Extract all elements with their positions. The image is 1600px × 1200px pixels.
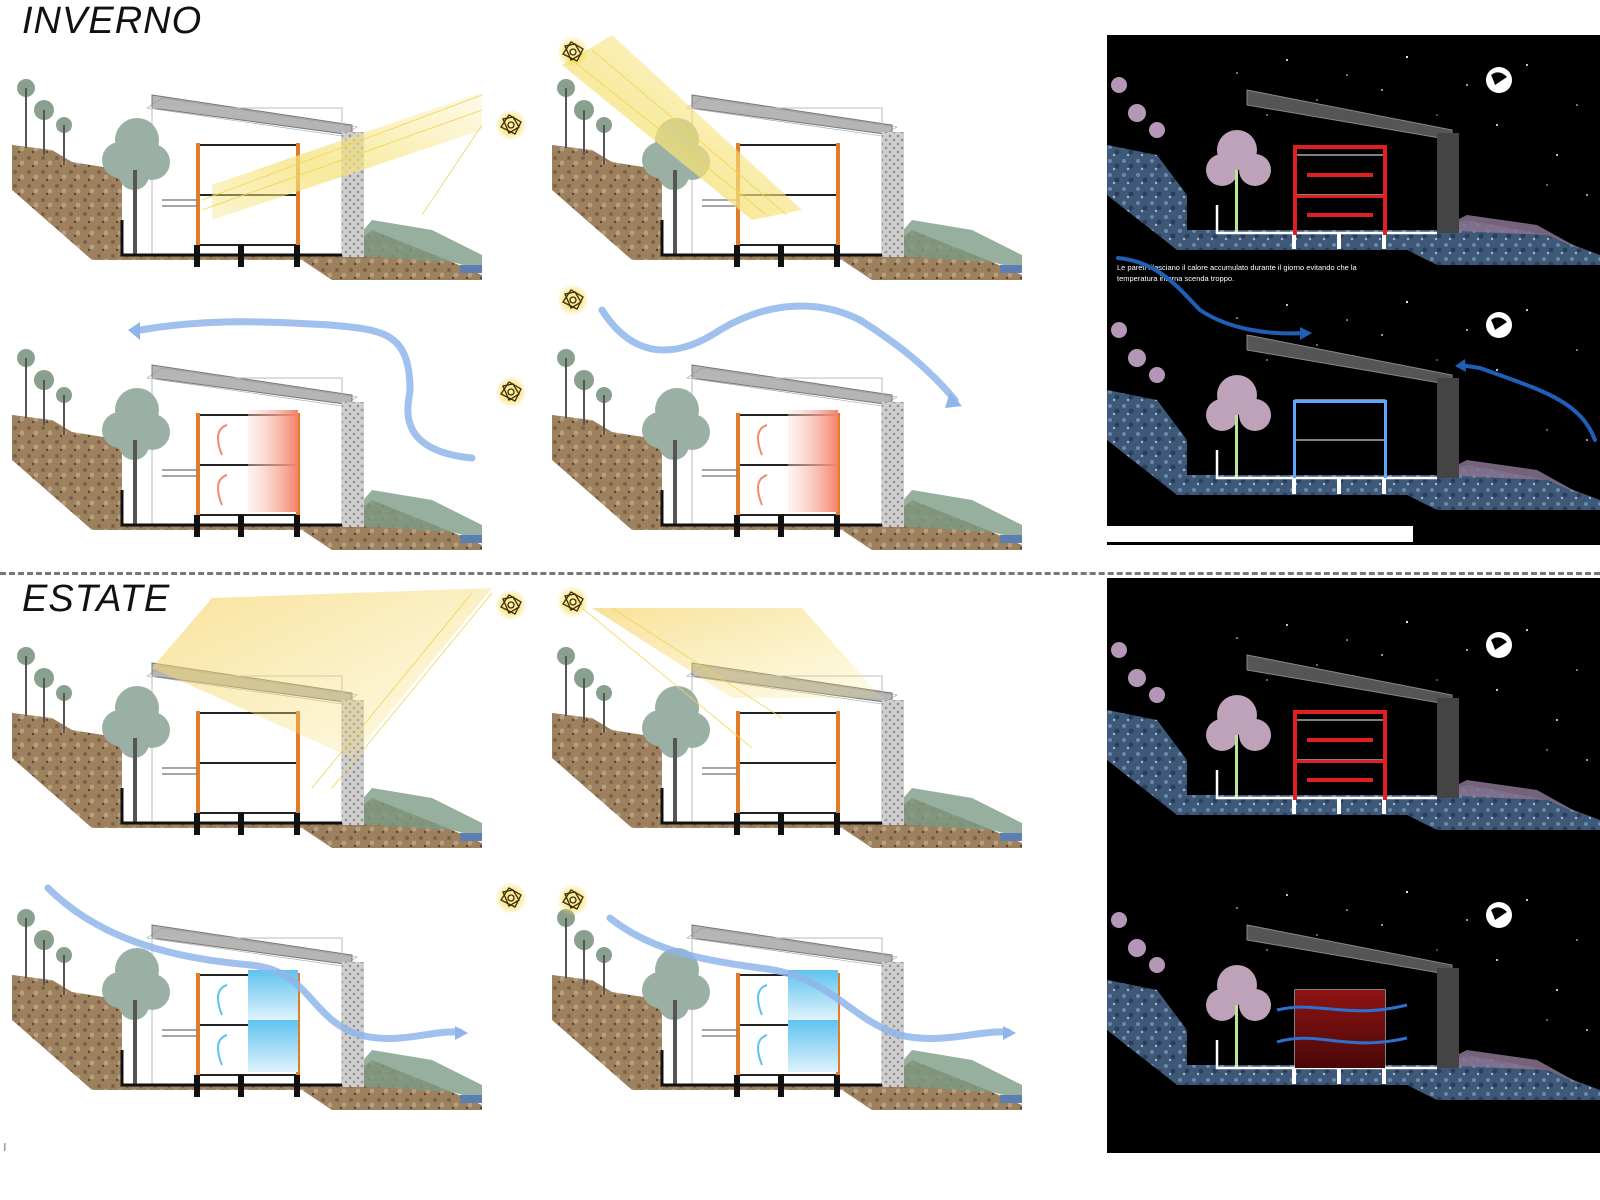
summer-night-panel-2: [1105, 889, 1600, 1102]
winter-night-panel-1: [1105, 54, 1600, 267]
winter-day-panel-1: [10, 77, 484, 282]
winter-evening-panel-2: [550, 347, 1024, 552]
breeze-arrow-icon: [44, 884, 464, 1042]
sun-icon: [494, 881, 528, 915]
winter-night-panel-2: [1105, 299, 1600, 512]
sun-icon: [494, 588, 528, 622]
sun-icon: [556, 283, 590, 317]
night-panel-caption-bar: [1107, 526, 1413, 542]
sun-icon: [556, 35, 590, 69]
summer-night-panel-1: [1105, 619, 1600, 832]
summer-ventilation-panel-2: [550, 907, 1024, 1112]
summer-day-panel-1: [10, 588, 493, 850]
breeze-arrow-icon: [606, 914, 1012, 1042]
breeze-arrow-icon: [1116, 256, 1307, 336]
winter-evening-panel-1: [10, 347, 484, 552]
winter-day-panel-2: [550, 35, 1024, 282]
night-winter-note: Le pareti rilasciano il calore accumulat…: [1117, 263, 1357, 283]
season-divider: [0, 572, 1600, 575]
sun-icon: [556, 883, 590, 917]
breeze-arrow-icon: [136, 318, 476, 462]
sun-icon: [494, 375, 528, 409]
winter-section-title: INVERNO: [22, 0, 203, 42]
summer-day-panel-2: [550, 607, 1024, 850]
breeze-arrow-icon: [1458, 363, 1597, 442]
summer-section-title: ESTATE: [22, 578, 171, 620]
sun-icon: [494, 108, 528, 142]
sun-icon: [556, 585, 590, 619]
summer-ventilation-panel-1: [10, 907, 484, 1112]
breeze-arrow-icon: [598, 302, 959, 404]
